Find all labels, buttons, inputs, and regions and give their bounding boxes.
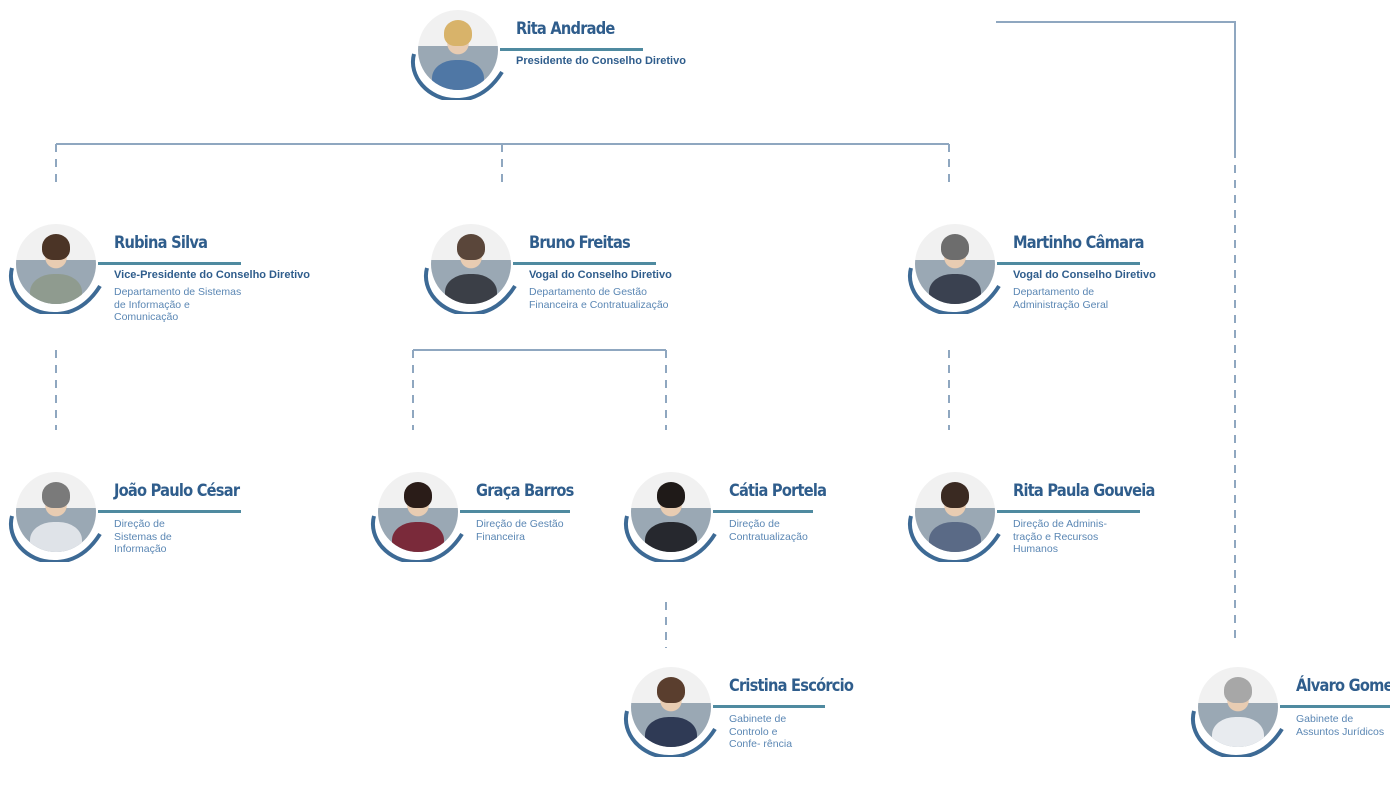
- person-name: Álvaro Gomes: [1296, 676, 1390, 696]
- name-underline: [713, 705, 825, 708]
- photo-frame-arc: [423, 267, 517, 314]
- person-card-catia-portela: Cátia Portela Direção de Contratualizaçã…: [623, 472, 957, 592]
- person-name: Bruno Freitas: [529, 233, 631, 253]
- photo-frame-arc: [907, 515, 1001, 562]
- name-underline: [1280, 705, 1390, 708]
- name-underline: [997, 510, 1140, 513]
- person-unit: Direção de Sistemas de Informação: [114, 518, 172, 555]
- person-unit: Gabinete de Assuntos Jurídicos: [1296, 713, 1385, 738]
- avatar: [915, 472, 995, 552]
- avatar: [418, 10, 498, 90]
- person-unit: Gabinete de Controlo e Confe- rência: [729, 713, 793, 750]
- name-underline: [460, 510, 570, 513]
- person-name: Rita Paula Gouveia: [1013, 481, 1155, 501]
- photo-frame-arc: [370, 515, 464, 562]
- avatar: [631, 667, 711, 747]
- connector-juridico: [996, 21, 1236, 150]
- person-role: Vice-Presidente do Conselho Diretivo: [114, 269, 311, 281]
- person-role: Vogal do Conselho Diretivo: [529, 269, 672, 281]
- name-underline: [98, 262, 241, 265]
- person-card-joao-paulo-cesar: João Paulo César Direção de Sistemas de …: [8, 472, 342, 592]
- person-card-cristina-escorcio: Cristina Escórcio Gabinete de Controlo e…: [623, 667, 957, 787]
- avatar: [915, 224, 995, 304]
- person-role: Vogal do Conselho Diretivo: [1013, 269, 1156, 281]
- photo-frame-arc: [410, 53, 504, 100]
- person-name: Rubina Silva: [114, 233, 208, 253]
- person-name: João Paulo César: [114, 481, 240, 501]
- name-underline: [500, 48, 643, 51]
- name-underline: [513, 262, 656, 265]
- org-connectors: [55, 21, 1236, 648]
- person-card-graca-barros: Graça Barros Direção de Gestão Financeir…: [370, 472, 704, 592]
- avatar: [631, 472, 711, 552]
- photo-frame-arc: [623, 515, 717, 562]
- photo-frame-arc: [907, 267, 1001, 314]
- name-underline: [713, 510, 813, 513]
- person-card-alvaro-gomes: Álvaro Gomes Gabinete de Assuntos Jurídi…: [1190, 667, 1390, 787]
- person-card-rubina-silva: Rubina Silva Vice-Presidente do Conselho…: [8, 224, 342, 344]
- name-underline: [98, 510, 241, 513]
- name-underline: [997, 262, 1140, 265]
- avatar: [16, 224, 96, 304]
- person-unit: Direção de Contratualização: [729, 518, 808, 543]
- photo-frame-arc: [8, 267, 102, 314]
- avatar: [378, 472, 458, 552]
- person-name: Graça Barros: [476, 481, 574, 501]
- person-card-rita-andrade: Rita Andrade Presidente do Conselho Dire…: [410, 10, 744, 130]
- person-role: Presidente do Conselho Diretivo: [516, 55, 686, 67]
- photo-frame-arc: [8, 515, 102, 562]
- avatar: [431, 224, 511, 304]
- person-department: Departamento de Gestão Financeira e Cont…: [529, 286, 669, 311]
- person-department: Departamento de Administração Geral: [1013, 286, 1109, 311]
- person-name: Cátia Portela: [729, 481, 827, 501]
- person-unit: Direção de Adminis- tração e Recursos Hu…: [1013, 518, 1107, 555]
- person-name: Rita Andrade: [516, 19, 615, 39]
- person-card-bruno-freitas: Bruno Freitas Vogal do Conselho Diretivo…: [423, 224, 757, 344]
- person-card-rita-paula-gouveia: Rita Paula Gouveia Direção de Adminis- t…: [907, 472, 1241, 592]
- person-name: Cristina Escórcio: [729, 676, 854, 696]
- avatar: [16, 472, 96, 552]
- person-department: Departamento de Sistemas de Informação e…: [114, 286, 242, 323]
- person-name: Martinho Câmara: [1013, 233, 1145, 253]
- person-unit: Direção de Gestão Financeira: [476, 518, 564, 543]
- person-card-martinho-camara: Martinho Câmara Vogal do Conselho Direti…: [907, 224, 1241, 344]
- avatar: [1198, 667, 1278, 747]
